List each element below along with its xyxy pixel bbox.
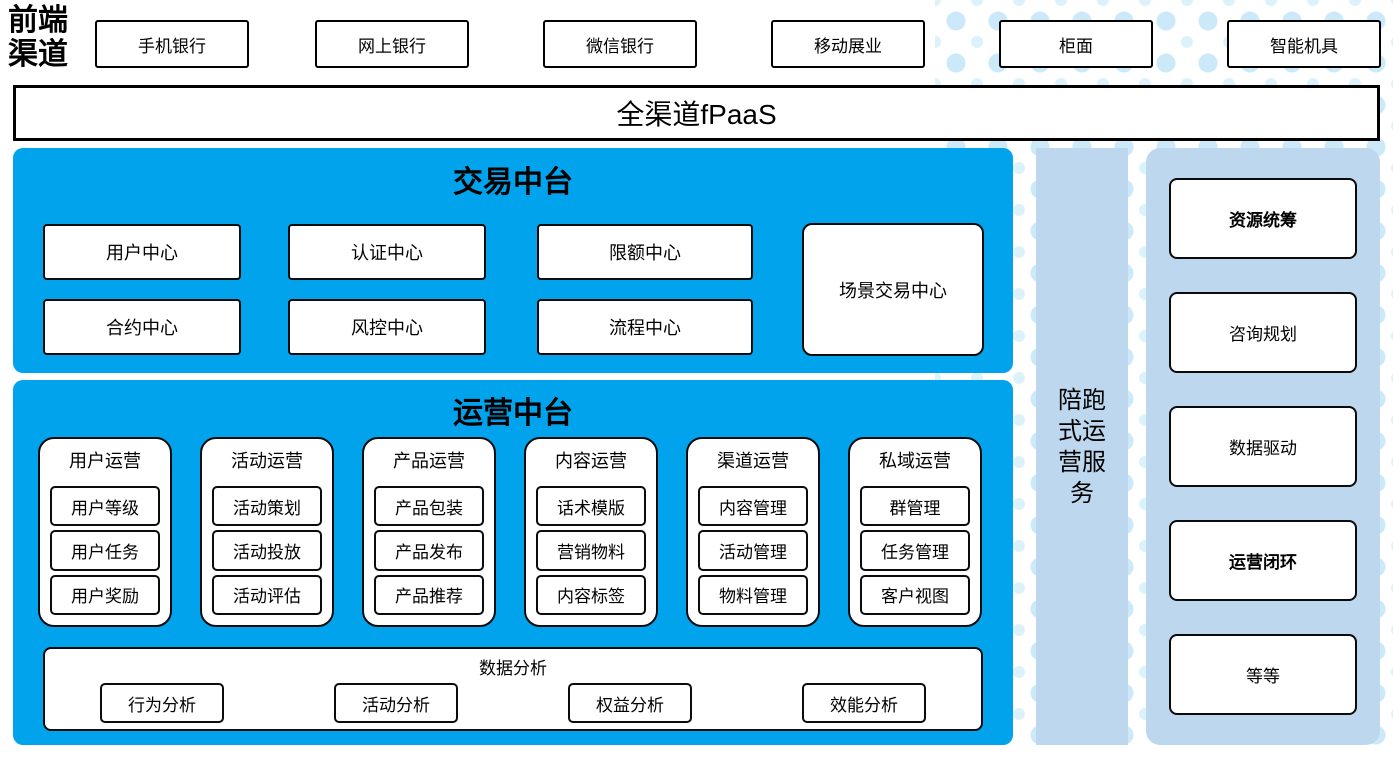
box-auth-center: 认证中心: [288, 224, 486, 280]
mini-box: 活动投放: [212, 530, 322, 571]
right-box-data-driven: 数据驱动: [1169, 406, 1357, 487]
col-group-product-operations: 产品运营 产品包装 产品发布 产品推荐: [362, 437, 496, 627]
right-box-etc: 等等: [1169, 634, 1357, 715]
mini-box: 用户任务: [50, 530, 160, 571]
operations-platform-title: 运营中台: [453, 397, 573, 430]
box-process-center: 流程中心: [537, 299, 753, 355]
channel-box-smart-devices: 智能机具: [1227, 20, 1381, 68]
box-contract-center: 合约中心: [43, 299, 241, 355]
channel-box-online-banking: 网上银行: [315, 20, 469, 68]
mini-box: 活动策划: [212, 486, 322, 527]
mini-box: 物料管理: [698, 574, 808, 615]
right-service-panel: 资源统筹 咨询规划 数据驱动 运营闭环 等等: [1146, 148, 1380, 745]
fpaas-bar: 全渠道fPaaS: [13, 85, 1380, 141]
mini-box: 产品推荐: [374, 574, 484, 615]
right-box-operations-loop: 运营闭环: [1169, 520, 1357, 601]
data-analysis-title: 数据分析: [479, 659, 547, 678]
right-box-resource-coordination: 资源统筹: [1169, 178, 1357, 259]
box-scenario-transaction-center: 场景交易中心: [802, 223, 984, 356]
mini-box: 任务管理: [860, 530, 970, 571]
box-limit-center: 限额中心: [537, 224, 753, 280]
channel-box-wechat-banking: 微信银行: [543, 20, 697, 68]
col-header: 渠道运营: [717, 451, 789, 471]
side-service-bar-label: 陪跑式运营服务: [1058, 386, 1106, 507]
channel-box-mobile-banking: 手机银行: [95, 20, 249, 68]
operations-platform-block: 运营中台 用户运营 用户等级 用户任务 用户奖励 活动运营 活动策划 活动投放 …: [13, 380, 1013, 745]
col-group-user-operations: 用户运营 用户等级 用户任务 用户奖励: [38, 437, 172, 627]
front-channels-label: 前端渠道: [8, 4, 68, 71]
col-group-private-domain-operations: 私域运营 群管理 任务管理 客户视图: [848, 437, 982, 627]
mini-box: 活动管理: [698, 530, 808, 571]
side-service-bar: 陪跑式运营服务: [1036, 148, 1128, 745]
col-group-content-operations: 内容运营 话术模版 营销物料 内容标签: [524, 437, 658, 627]
box-risk-center: 风控中心: [288, 299, 486, 355]
box-behavior-analysis: 行为分析: [100, 683, 224, 723]
mini-box: 群管理: [860, 486, 970, 527]
col-header: 私域运营: [879, 451, 951, 471]
col-header: 产品运营: [393, 451, 465, 471]
box-activity-analysis: 活动分析: [334, 683, 458, 723]
box-efficiency-analysis: 效能分析: [802, 683, 926, 723]
transaction-platform-title: 交易中台: [453, 166, 573, 199]
col-header: 用户运营: [69, 451, 141, 471]
data-analysis-strip: 数据分析 行为分析 活动分析 权益分析 效能分析: [43, 647, 983, 731]
transaction-platform-block: 交易中台 用户中心 认证中心 限额中心 合约中心 风控中心 流程中心 场景交易中…: [13, 148, 1013, 373]
mini-box: 话术模版: [536, 486, 646, 527]
channel-box-counter: 柜面: [999, 20, 1153, 68]
col-group-activity-operations: 活动运营 活动策划 活动投放 活动评估: [200, 437, 334, 627]
mini-box: 内容管理: [698, 486, 808, 527]
col-header: 内容运营: [555, 451, 627, 471]
mini-box: 营销物料: [536, 530, 646, 571]
col-group-channel-operations: 渠道运营 内容管理 活动管理 物料管理: [686, 437, 820, 627]
mini-box: 内容标签: [536, 574, 646, 615]
mini-box: 活动评估: [212, 574, 322, 615]
mini-box: 产品发布: [374, 530, 484, 571]
mini-box: 产品包装: [374, 486, 484, 527]
data-analysis-row: 行为分析 活动分析 权益分析 效能分析: [45, 683, 981, 723]
mini-box: 用户等级: [50, 486, 160, 527]
box-benefit-analysis: 权益分析: [568, 683, 692, 723]
col-header: 活动运营: [231, 451, 303, 471]
channel-box-mobile-outreach: 移动展业: [771, 20, 925, 68]
mini-box: 客户视图: [860, 574, 970, 615]
right-box-consulting-planning: 咨询规划: [1169, 292, 1357, 373]
box-user-center: 用户中心: [43, 224, 241, 280]
mini-box: 用户奖励: [50, 574, 160, 615]
